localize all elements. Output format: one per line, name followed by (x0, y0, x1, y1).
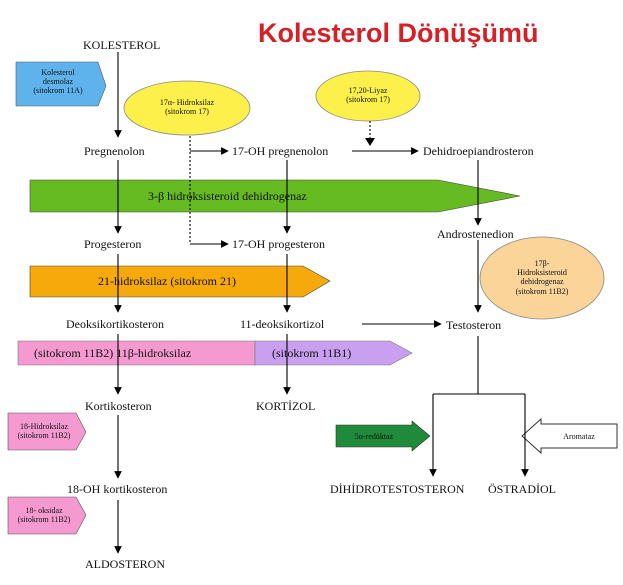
page-title: Kolesterol Dönüşümü (258, 18, 539, 48)
lavender-hidroksilaz-bar (254, 340, 413, 366)
hsd17b-ellipse (479, 236, 605, 320)
node-aldosteron: ALDOSTERON (85, 557, 165, 571)
node-deoksikortikosteron: Deoksikortikosteron (66, 317, 164, 331)
hidroksilaz21-bar (29, 265, 331, 298)
node-kortikosteron: Kortikosteron (85, 399, 152, 413)
liyaz-ellipse (315, 70, 421, 122)
node-testosteron: Testosteron (446, 318, 502, 332)
node-ostradiol: ÖSTRADİOL (488, 482, 556, 496)
node-oh-kortikosteron: 18-OH kortikosteron (67, 482, 168, 496)
enzyme-liyaz-label: 17,20-Liyaz(sitokrom 17) (346, 86, 390, 105)
node-oh-progesteron: 17-OH progesteron (232, 237, 325, 251)
node-kolesterol: KOLESTEROL (83, 38, 161, 52)
enzyme-lavender-bar-label: (sitokrom 11B1) (272, 346, 352, 360)
enzyme-hidroksilaz17-label: 17α- Hidroksilaz(sitokrom 17) (159, 98, 215, 117)
hidroksilaz18-box (7, 412, 87, 451)
aromataz-arrow-shape (521, 417, 618, 455)
node-kortizol: KORTİZOL (256, 399, 316, 413)
liyaz-arrowhead (365, 138, 375, 146)
node-progesteron: Progesteron (84, 237, 142, 251)
enzyme-hidroksilaz21-label: 21-hidroksilaz (sitokrom 21) (98, 274, 236, 288)
enzyme-beta-hsd-label: 3-β hidroksisteroid dehidrogenaz (148, 189, 307, 203)
enzyme-aromataz-label: Aromataz (563, 432, 595, 441)
node-deoksikortizol: 11-deoksikortizol (240, 317, 325, 331)
node-oh-pregnenolon: 17-OH pregnenolon (232, 144, 329, 158)
node-pregnenolon: Pregnenolon (84, 144, 145, 158)
beta-hsd-bar (29, 179, 521, 213)
node-androstenedion: Androstenedion (437, 227, 514, 241)
enzyme-pink-bar-label: (sitokrom 11B2) 11β-hidroksilaz (34, 346, 192, 360)
hidroksilaz17-ellipse (123, 80, 251, 136)
enzyme-redukaz-label: 5α-redüktaz (354, 432, 394, 441)
enzyme-oksidaz18-label: 18- oksidaz(sitokrom 11B2) (17, 506, 71, 525)
desmolaz-box (15, 61, 107, 107)
oksidaz18-box (7, 496, 87, 535)
node-dhea: Dehidroepiandrosteron (423, 144, 534, 158)
node-dihidrotestosteron: DİHİDROTESTOSTERON (330, 482, 465, 496)
redukaz-arrow-shape (335, 420, 431, 452)
enzyme-hidroksilaz18-label: 18-Hidroksilaz(sitokrom 11B2) (17, 422, 71, 441)
